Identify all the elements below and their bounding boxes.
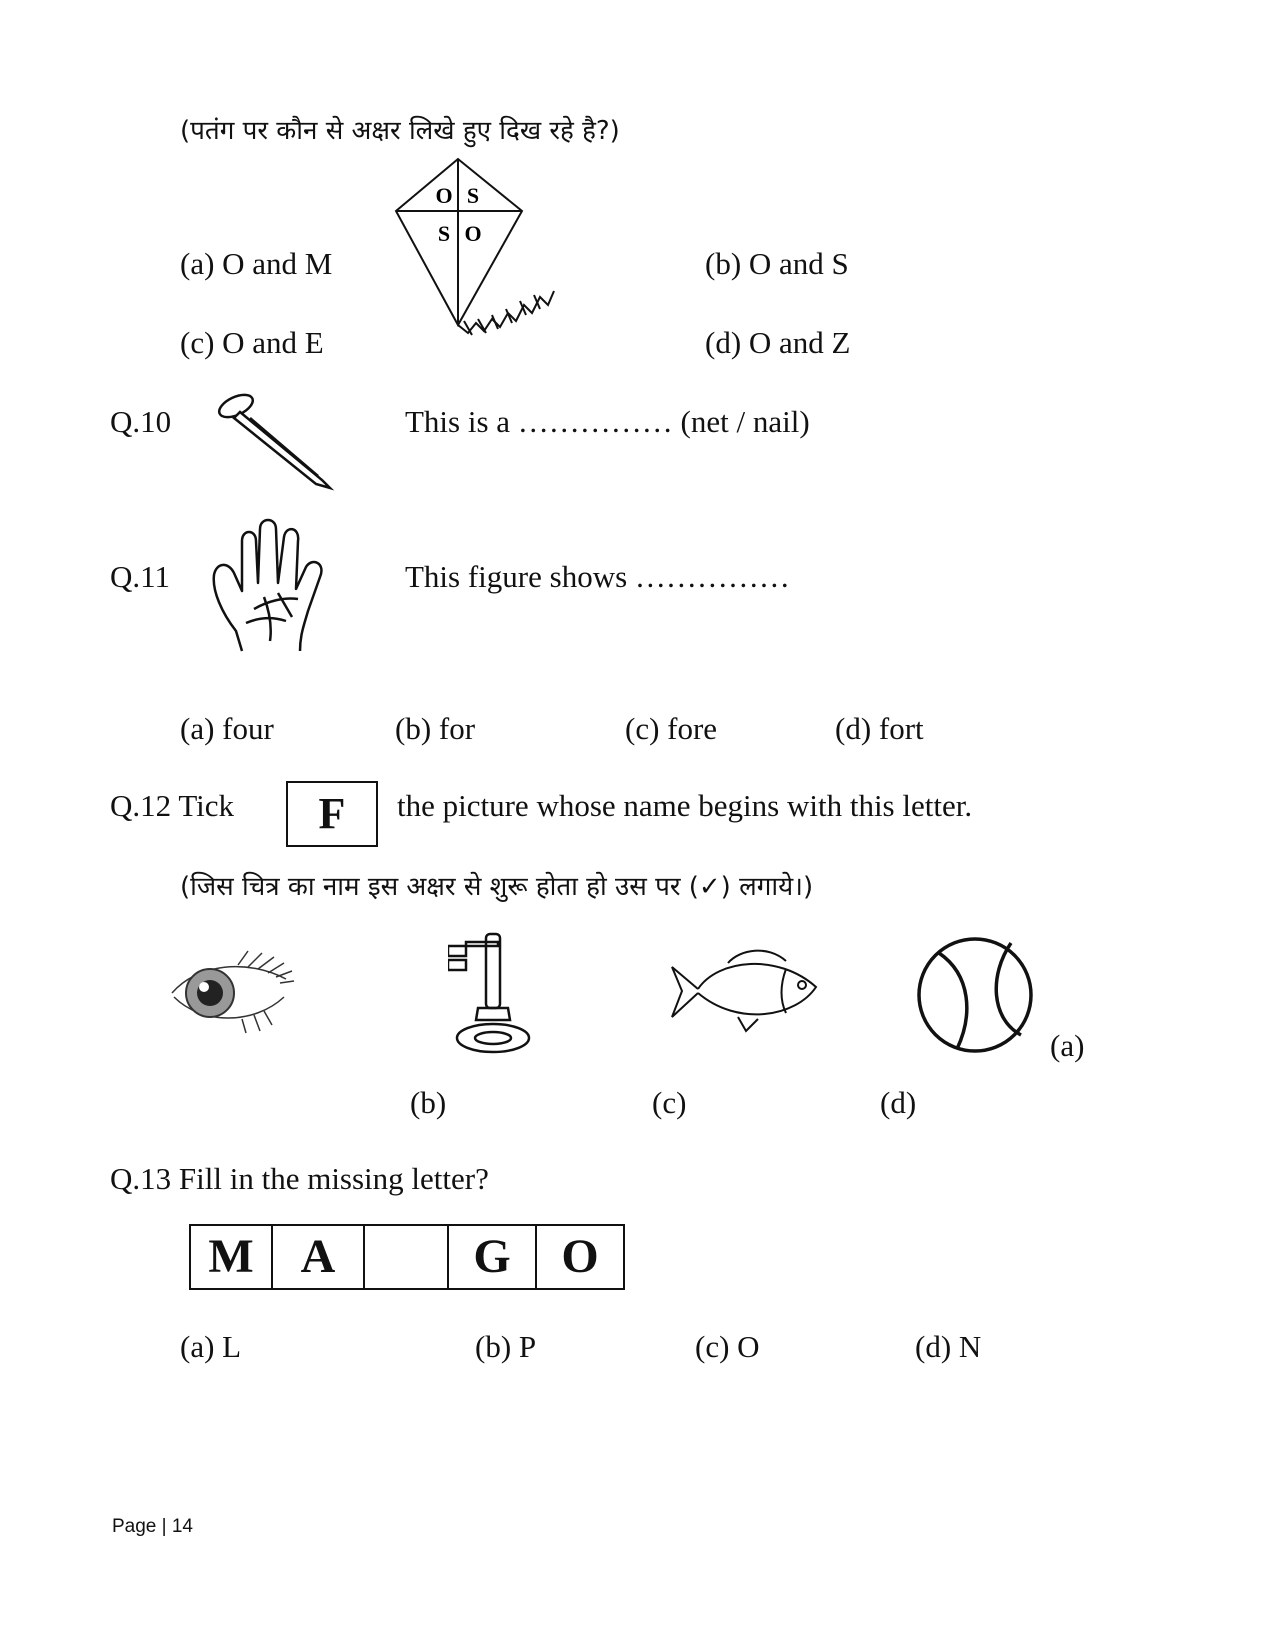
q9-option-b[interactable]: (b) O and S [705, 246, 849, 281]
fish-icon[interactable] [668, 945, 828, 1035]
q11-option-d[interactable]: (d) fort [835, 711, 924, 746]
q13-option-c[interactable]: (c) O [695, 1329, 760, 1364]
kite-letter-4: O [464, 221, 481, 246]
ball-icon[interactable] [915, 935, 1035, 1055]
q9-option-a[interactable]: (a) O and M [180, 246, 333, 281]
key-icon[interactable] [448, 930, 538, 1060]
page-number: Page | 14 [112, 1516, 194, 1537]
word-box-2: A [273, 1226, 365, 1288]
word-box-4: G [449, 1226, 537, 1288]
q10-number: Q.10 [110, 404, 172, 439]
q12-hindi: (जिस चित्र का नाम इस अक्षर से शुरू होता … [180, 872, 814, 902]
q12-label-b: (b) [410, 1085, 447, 1120]
q9-option-c[interactable]: (c) O and E [180, 325, 324, 360]
letter-box-letter: F [318, 789, 346, 838]
kite-letter-1: O [435, 183, 452, 208]
q10-text: This is a …………… (net / nail) [405, 404, 810, 439]
nail-icon [217, 393, 335, 491]
q11-option-b[interactable]: (b) for [395, 711, 476, 746]
q12-label: Q.12 Tick [110, 788, 235, 823]
q13-text: Q.13 Fill in the missing letter? [110, 1161, 489, 1196]
q12-label-d: (d) [880, 1085, 917, 1120]
q12-text: the picture whose name begins with this … [397, 788, 973, 823]
letter-box: F [286, 781, 378, 847]
kite-icon: O S S O [394, 157, 555, 336]
word-box-blank[interactable] [365, 1226, 449, 1288]
hand-icon [212, 518, 323, 652]
eye-icon[interactable] [168, 945, 298, 1045]
q11-number: Q.11 [110, 559, 170, 594]
q12-label-a: (a) [1050, 1028, 1085, 1063]
q11-text: This figure shows …………… [405, 559, 790, 594]
q13-option-b[interactable]: (b) P [475, 1329, 537, 1364]
q11-option-a[interactable]: (a) four [180, 711, 274, 746]
word-boxes: M A G O [189, 1224, 625, 1290]
q13-option-d[interactable]: (d) N [915, 1329, 982, 1364]
q13-option-a[interactable]: (a) L [180, 1329, 242, 1364]
q9-option-d[interactable]: (d) O and Z [705, 325, 851, 360]
q11-option-c[interactable]: (c) fore [625, 711, 718, 746]
kite-letter-2: S [467, 183, 479, 208]
word-box-1: M [191, 1226, 273, 1288]
kite-letter-3: S [438, 221, 450, 246]
q9-hindi-prompt: (पतंग पर कौन से अक्षर लिखे हुए दिख रहे ह… [180, 116, 620, 146]
word-box-5: O [561, 1230, 599, 1283]
q12-label-c: (c) [652, 1085, 687, 1120]
